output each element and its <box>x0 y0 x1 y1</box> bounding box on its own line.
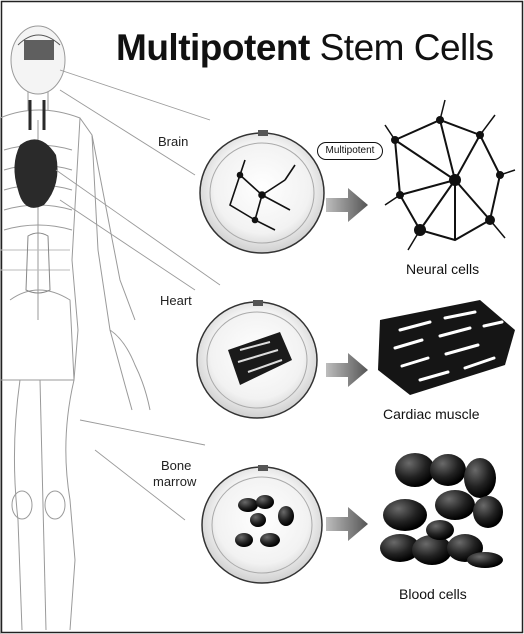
label-marrow: marrow <box>153 474 196 489</box>
title-light: Stem Cells <box>310 27 494 68</box>
arrow-right-icon <box>326 353 368 387</box>
arrow-right-icon <box>326 188 368 222</box>
blood-cells-icon <box>380 453 503 568</box>
output-blood-cells: Blood cells <box>399 586 467 603</box>
output-neural-cells: Neural cells <box>406 261 479 278</box>
arrow-right-icon <box>326 507 368 541</box>
cardiac-muscle-icon <box>378 300 515 395</box>
neural-cells-icon <box>385 100 515 250</box>
leader-lines <box>56 70 220 520</box>
title-bold: Multipotent <box>116 27 310 68</box>
petri-dish-bone-marrow <box>202 465 322 583</box>
multipotent-badge: Multipotent <box>317 142 383 160</box>
label-bone: Bone <box>161 458 191 473</box>
petri-dish-heart <box>197 300 317 418</box>
label-brain: Brain <box>158 134 188 149</box>
output-cardiac-muscle: Cardiac muscle <box>383 406 479 423</box>
label-heart: Heart <box>160 293 192 308</box>
human-body-illustration <box>0 26 150 634</box>
page-title: Multipotent Stem Cells <box>116 26 493 70</box>
petri-dish-brain <box>200 130 324 253</box>
